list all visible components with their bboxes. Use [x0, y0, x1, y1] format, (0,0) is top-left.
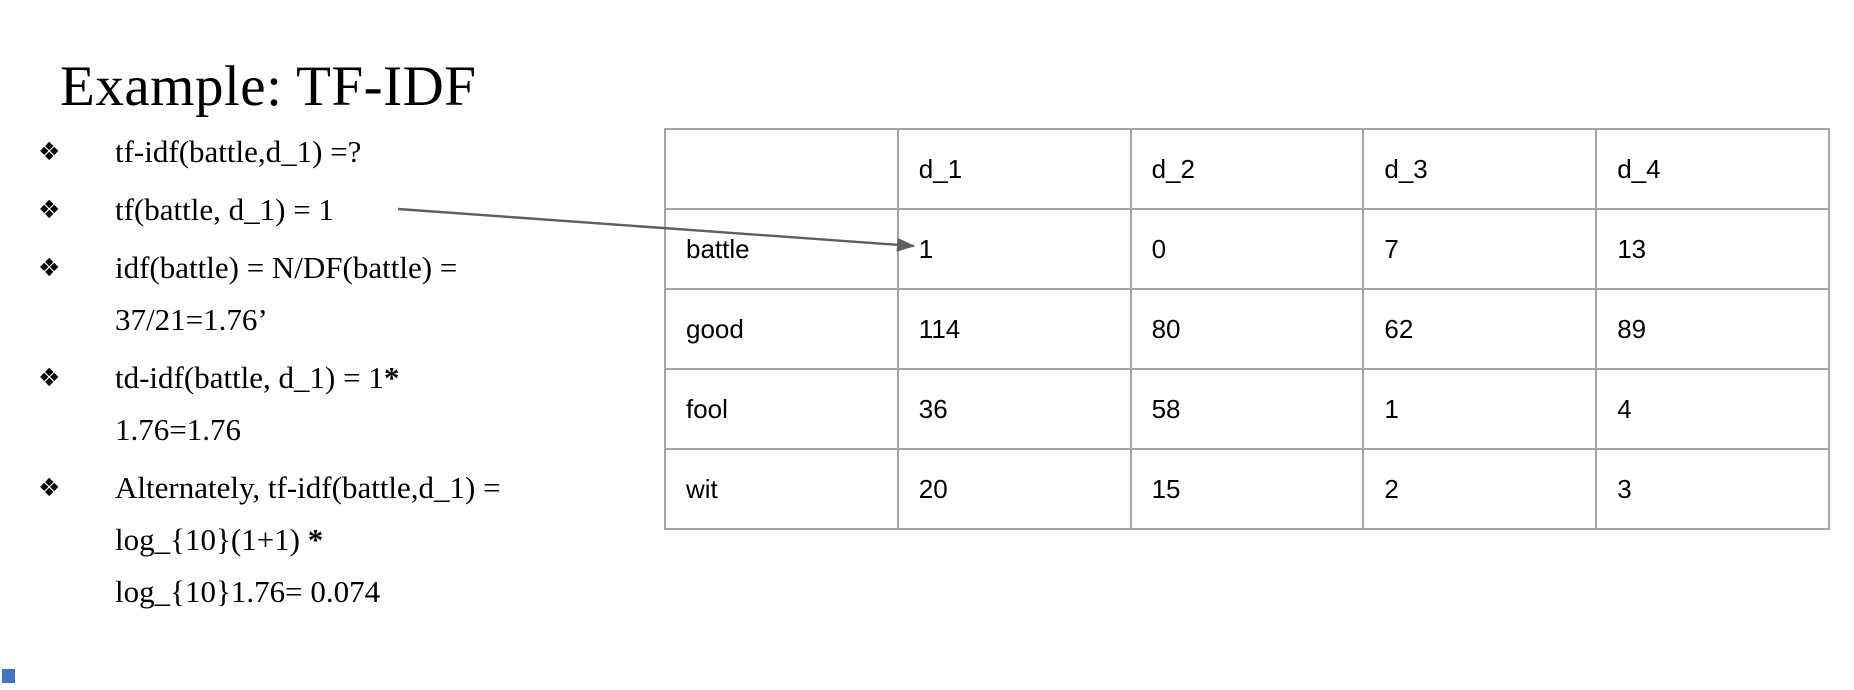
bullet-item-alternate-log: ❖ Alternately, tf-idf(battle,d_1) = log_…	[36, 462, 646, 618]
cell-battle-d4: 13	[1595, 208, 1830, 290]
term-document-frequency-table: d_1 d_2 d_3 d_4 battle 1 0 7 13 good 114…	[664, 128, 1830, 530]
table-header-row: d_1 d_2 d_3 d_4	[664, 128, 1830, 210]
bullet-text: td-idf(battle, d_1) = 1* 1.76=1.76	[115, 360, 400, 447]
corner-accent-square	[2, 669, 15, 683]
cell-wit-d4: 3	[1595, 448, 1830, 530]
bullet-text: tf(battle, d_1) = 1	[115, 192, 334, 227]
bullet-list: ❖ tf-idf(battle,d_1) =? ❖ tf(battle, d_1…	[36, 126, 646, 624]
row-label: fool	[664, 368, 899, 450]
bullet-text: tf-idf(battle,d_1) =?	[115, 134, 362, 169]
cell-good-d4: 89	[1595, 288, 1830, 370]
diamond-bullet-icon: ❖	[38, 195, 61, 224]
table-row-battle: battle 1 0 7 13	[664, 208, 1830, 290]
cell-fool-d3: 1	[1362, 368, 1598, 450]
cell-fool-d2: 58	[1129, 368, 1365, 450]
bullet-text: idf(battle) = N/DF(battle) = 37/21=1.76’	[115, 250, 458, 337]
cell-fool-d1: 36	[896, 368, 1132, 450]
cell-good-d2: 80	[1129, 288, 1365, 370]
cell-wit-d3: 2	[1362, 448, 1598, 530]
cell-good-d3: 62	[1362, 288, 1598, 370]
cell-good-d1: 114	[896, 288, 1132, 370]
cell-battle-d3: 7	[1362, 208, 1598, 290]
slide-title: Example: TF-IDF	[60, 55, 477, 119]
diamond-bullet-icon: ❖	[38, 473, 61, 502]
cell-battle-d1: 1	[896, 208, 1132, 290]
bullet-item-tfidf-question: ❖ tf-idf(battle,d_1) =?	[36, 126, 646, 178]
bullet-item-tf: ❖ tf(battle, d_1) = 1	[36, 184, 646, 236]
table-row-wit: wit 20 15 2 3	[664, 448, 1830, 530]
column-header-d3: d_3	[1362, 128, 1598, 210]
column-header-d4: d_4	[1595, 128, 1830, 210]
table-row-fool: fool 36 58 1 4	[664, 368, 1830, 450]
cell-wit-d1: 20	[896, 448, 1132, 530]
diamond-bullet-icon: ❖	[38, 363, 61, 392]
table-corner-cell	[664, 128, 899, 210]
bullet-item-tdidf-product: ❖ td-idf(battle, d_1) = 1* 1.76=1.76	[36, 352, 646, 456]
column-header-d2: d_2	[1129, 128, 1365, 210]
diamond-bullet-icon: ❖	[38, 253, 61, 282]
row-label: wit	[664, 448, 899, 530]
row-label: battle	[664, 208, 899, 290]
cell-wit-d2: 15	[1129, 448, 1365, 530]
bullet-item-idf: ❖ idf(battle) = N/DF(battle) = 37/21=1.7…	[36, 242, 646, 346]
row-label: good	[664, 288, 899, 370]
diamond-bullet-icon: ❖	[38, 137, 61, 166]
table-row-good: good 114 80 62 89	[664, 288, 1830, 370]
bullet-text: Alternately, tf-idf(battle,d_1) = log_{1…	[115, 470, 501, 609]
column-header-d1: d_1	[896, 128, 1132, 210]
cell-battle-d2: 0	[1129, 208, 1365, 290]
cell-fool-d4: 4	[1595, 368, 1830, 450]
